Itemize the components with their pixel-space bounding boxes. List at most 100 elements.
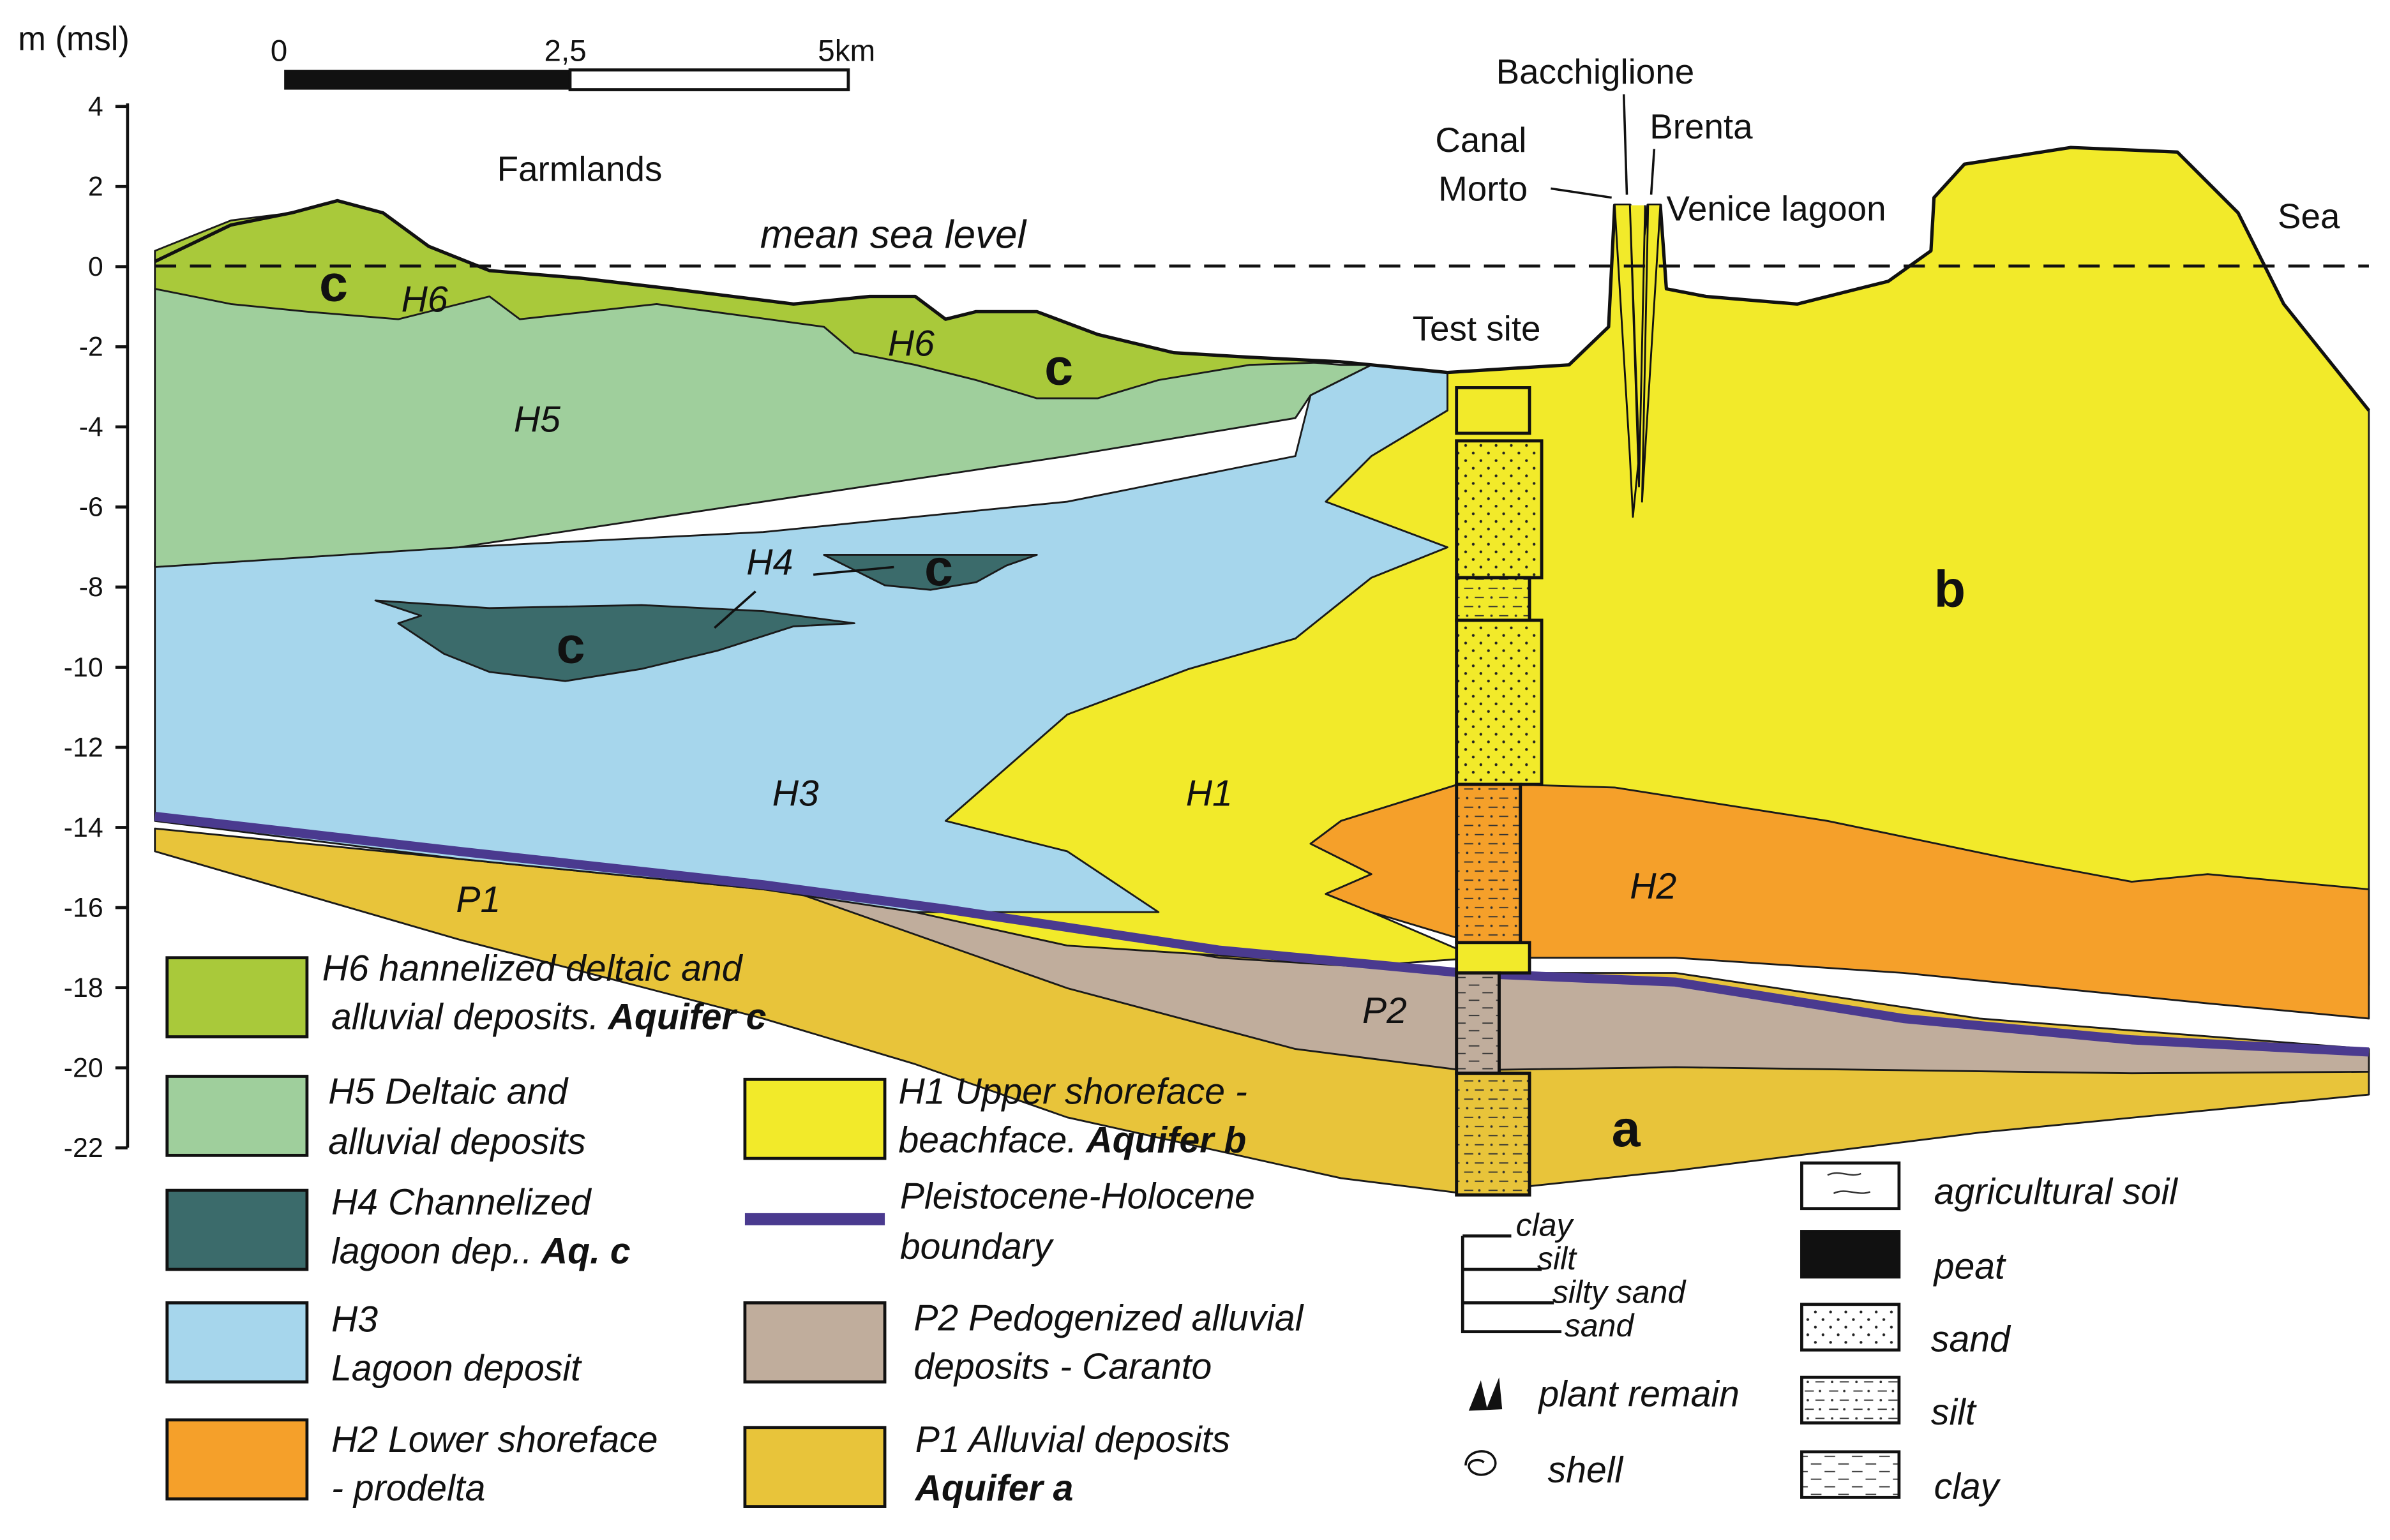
aquifer-label-c-4: c [557, 617, 585, 675]
aquifer-label-c-2: c [1044, 339, 1073, 396]
borehole-log [1455, 386, 1544, 1197]
lith-agricultural-soil: agricultural soil [1934, 1172, 2179, 1213]
log-silt-1-pattern [1455, 576, 1531, 622]
symbol-plant-remain: plant remain [1537, 1373, 1740, 1414]
legend-swatch-H2 [165, 1418, 309, 1501]
aquifer-label-c-1: c [319, 255, 348, 313]
aquifer-label-c-3: c [924, 539, 953, 597]
unit-H2 [1309, 782, 2370, 1020]
y-tick-label: 2 [88, 172, 103, 202]
log-sand-3 [1455, 941, 1531, 975]
aquifer-label-b: b [1934, 560, 1965, 618]
legend-swatch-H1 [743, 1077, 887, 1160]
legend-swatch-H6 [165, 956, 309, 1038]
legend-H3-line2: Lagoon deposit [331, 1348, 582, 1389]
log-sand-1-pattern [1455, 439, 1544, 579]
lith-swatch-clay [1800, 1450, 1901, 1499]
lith-soil-pattern [1827, 1172, 1871, 1194]
grain-silt: silt [1537, 1241, 1577, 1276]
legend-swatch-P2 [743, 1301, 887, 1384]
y-tick-label: -2 [79, 332, 103, 363]
scale-label-5km: 5km [818, 34, 875, 68]
leader-H4-1 [714, 590, 756, 629]
lith-swatch-silt [1800, 1375, 1901, 1424]
legend-H1-line2: beachface.Aquifer b [899, 1120, 1247, 1161]
label-bacchiglione: Bacchiglione [1496, 52, 1695, 91]
section-label-H6-b: H6 [888, 323, 935, 364]
y-axis-unit: m (msl) [18, 21, 130, 58]
grain-sand: sand [1565, 1308, 1635, 1343]
section-label-H4: H4 [746, 542, 793, 583]
leader-brenta [1650, 149, 1656, 195]
legend-swatch-H3 [165, 1301, 309, 1384]
river-channels [1614, 205, 1662, 518]
lith-peat: peat [1933, 1246, 2006, 1287]
scale-bar-black [284, 70, 570, 90]
lithology-key: agricultural soil peat sand silt clay [1800, 1161, 2179, 1507]
legend-H2-line2: - prodelta [331, 1468, 485, 1509]
label-mean-sea-level: mean sea level [760, 213, 1028, 257]
label-canal: Canal [1435, 120, 1526, 160]
feature-labels: Farmlands mean sea level Bacchiglione Ca… [497, 52, 2340, 348]
legend-H5-line2: alluvial deposits [328, 1121, 586, 1162]
label-venice-lagoon: Venice lagoon [1666, 188, 1886, 228]
legend-swatch-H5 [165, 1075, 309, 1157]
scale-bar: 0 2,5 5km [271, 34, 875, 91]
legend-H6-line2: alluvial deposits.Aquifer c [331, 997, 766, 1038]
legend-H3-line1: H3 [331, 1299, 378, 1340]
ground-surface [154, 146, 2370, 412]
y-tick-label: -8 [79, 572, 103, 602]
legend-boundary-line2: boundary [900, 1226, 1055, 1267]
symbol-key: plant remain shell [1464, 1373, 1740, 1490]
legend: H6 hannelized deltaic and alluvial depos… [165, 948, 1304, 1509]
lith-silt: silt [1931, 1392, 1977, 1433]
legend-H4-line2: lagoon dep..Aq. c [331, 1230, 631, 1271]
plant-remain-icon [1468, 1377, 1503, 1411]
y-tick-label: 4 [88, 91, 103, 122]
lith-swatch-sand [1800, 1303, 1901, 1352]
grain-size-scale: clay silt silty sand sand [1461, 1207, 1687, 1343]
legend-H1-line1: H1 Upper shoreface - [899, 1071, 1247, 1112]
scale-label-0: 0 [271, 34, 288, 68]
section-label-H6-a: H6 [402, 279, 448, 320]
log-silt-3-pattern [1455, 1072, 1531, 1197]
legend-P2-line1: P2 Pedogenized alluvial [913, 1297, 1304, 1338]
grain-silty-sand: silty sand [1552, 1274, 1687, 1310]
legend-H6-line1: H6 hannelized deltaic and [322, 948, 744, 989]
legend-P1-line2: Aquifer a [914, 1468, 1074, 1509]
y-tick-label: -10 [64, 652, 103, 683]
y-axis-ticks: 420-2-4-6-8-10-12-14-16-18-20-22 [64, 91, 128, 1163]
leader-H4-2 [813, 565, 894, 576]
pleistocene-holocene-boundary [154, 812, 2370, 1057]
label-brenta: Brenta [1650, 107, 1753, 146]
log-silt-2-pattern [1455, 782, 1522, 945]
label-farmlands: Farmlands [497, 149, 663, 188]
section-label-P2: P2 [1362, 991, 1407, 1031]
log-clay-pattern [1455, 971, 1501, 1075]
legend-H5-line1: H5 Deltaic and [328, 1071, 569, 1112]
unit-labels: H6 H6 H5 H4 H3 H1 H2 P1 P2 [402, 279, 1677, 1031]
legend-boundary-line1: Pleistocene-Holocene [900, 1176, 1255, 1217]
y-tick-label: -12 [64, 732, 103, 763]
y-tick-label: -4 [79, 412, 103, 442]
log-soil [1455, 386, 1531, 435]
section-label-P1: P1 [456, 879, 500, 920]
y-tick-label: -22 [64, 1133, 103, 1163]
section-label-H1: H1 [1186, 773, 1233, 814]
unit-H3 [154, 364, 1448, 913]
section-label-H5: H5 [514, 399, 560, 440]
legend-swatch-H4 [165, 1188, 309, 1271]
grain-clay: clay [1516, 1207, 1575, 1243]
lith-clay: clay [1934, 1467, 2001, 1507]
y-tick-label: -14 [64, 812, 103, 843]
aquifer-labels: c c c c b a [319, 255, 1965, 1158]
y-tick-label: -20 [64, 1052, 103, 1083]
unit-H4-lens-1 [374, 599, 855, 682]
lith-swatch-peat [1800, 1230, 1901, 1279]
label-morto: Morto [1438, 168, 1528, 208]
y-axis: 420-2-4-6-8-10-12-14-16-18-20-22 m (msl) [18, 21, 130, 1163]
symbol-shell: shell [1548, 1449, 1624, 1490]
unit-H4-lens-2 [823, 554, 1038, 591]
scale-label-2-5: 2,5 [544, 34, 586, 68]
